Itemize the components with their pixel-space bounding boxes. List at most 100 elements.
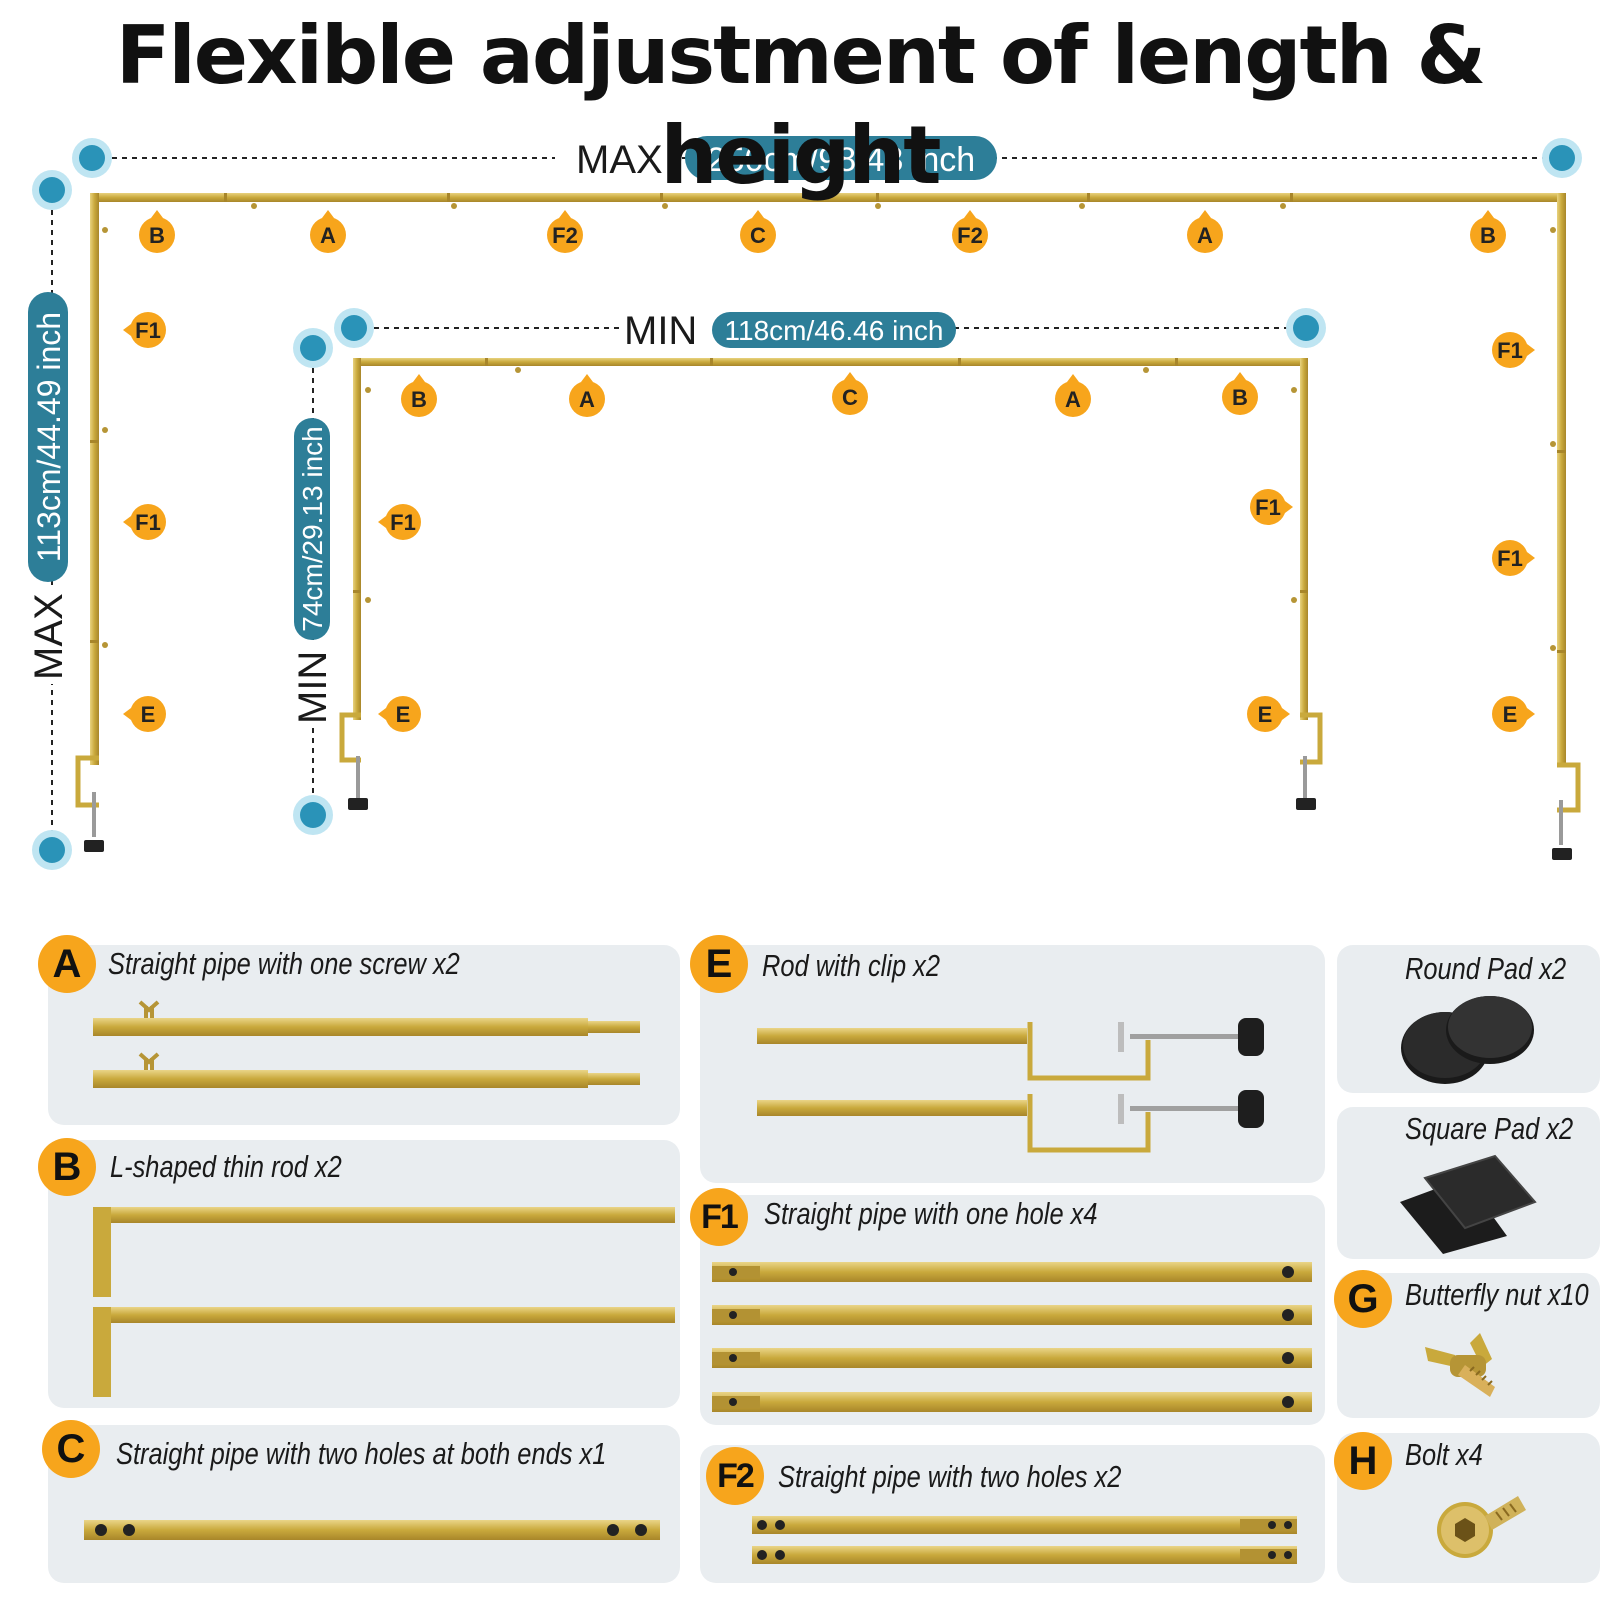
endpoint-dot bbox=[293, 795, 333, 835]
svg-text:F1: F1 bbox=[390, 510, 416, 535]
marker: A bbox=[1055, 374, 1091, 417]
svg-text:B: B bbox=[1232, 385, 1248, 410]
part-f2-pipes bbox=[752, 1516, 1297, 1564]
part-badge-a: A bbox=[38, 935, 96, 993]
part-badge-e: E bbox=[690, 935, 748, 993]
butterfly-nut-icon bbox=[1425, 1333, 1495, 1397]
part-label-round-pad: Round Pad x2 bbox=[1405, 951, 1567, 986]
min-height-value: 74cm/29.13 inch bbox=[297, 426, 328, 631]
part-label-a: Straight pipe with one screw x2 bbox=[108, 946, 460, 981]
marker: B bbox=[401, 374, 437, 417]
part-e-rods bbox=[757, 1018, 1264, 1153]
svg-text:F1: F1 bbox=[135, 318, 161, 343]
round-pad-icon bbox=[1401, 996, 1534, 1084]
marker: F1 bbox=[123, 504, 166, 540]
min-width-word: MIN bbox=[624, 309, 697, 353]
svg-text:E: E bbox=[396, 702, 411, 727]
max-width-value: 250cm/98.43 inch bbox=[707, 141, 975, 179]
marker: A bbox=[1187, 210, 1223, 253]
svg-text:E: E bbox=[141, 702, 156, 727]
part-c-pipe bbox=[84, 1520, 660, 1540]
dimension-endpoints bbox=[32, 138, 1582, 870]
svg-text:B: B bbox=[1480, 223, 1496, 248]
svg-text:F2: F2 bbox=[552, 223, 578, 248]
marker: B bbox=[1222, 372, 1258, 415]
marker: C bbox=[740, 210, 776, 253]
svg-text:F1: F1 bbox=[1497, 338, 1523, 363]
svg-text:F1: F1 bbox=[1497, 546, 1523, 571]
part-label-h: Bolt x4 bbox=[1405, 1437, 1483, 1472]
part-f1-pipes bbox=[712, 1262, 1312, 1412]
wing-nut-icon bbox=[365, 367, 1297, 603]
marker: B bbox=[1470, 210, 1506, 253]
marker: F1 bbox=[123, 312, 166, 348]
large-frame-markers: B A F2 C F2 A B F1 F1 E F1 F1 E bbox=[123, 210, 1535, 732]
frame-top-bar bbox=[90, 193, 1566, 202]
part-badge-f1: F1 bbox=[690, 1188, 748, 1246]
frame-right-post bbox=[1557, 193, 1566, 765]
endpoint-dot bbox=[334, 308, 374, 348]
min-height-pill: 74cm/29.13 inch bbox=[294, 418, 330, 640]
part-label-g: Butterfly nut x10 bbox=[1405, 1277, 1589, 1312]
frame-diagram: MAX 250cm/98.43 inch MIN 118cm/46.46 inc… bbox=[27, 136, 1582, 870]
part-label-square-pad: Square Pad x2 bbox=[1405, 1111, 1574, 1146]
dimension-lines bbox=[51, 157, 1562, 850]
svg-text:A: A bbox=[579, 387, 595, 412]
part-b-rods bbox=[93, 1207, 675, 1397]
part-label-b: L-shaped thin rod x2 bbox=[110, 1149, 342, 1184]
frame-left-post bbox=[353, 358, 361, 720]
clamp-icon bbox=[75, 755, 1581, 860]
marker: F1 bbox=[1492, 540, 1535, 576]
svg-text:B: B bbox=[411, 387, 427, 412]
wing-nut-icon bbox=[138, 1052, 160, 1070]
clip-rod bbox=[757, 1090, 1264, 1153]
max-width-word: MAX bbox=[576, 138, 663, 182]
marker: E bbox=[1247, 696, 1290, 732]
max-width-pill: 250cm/98.43 inch bbox=[685, 136, 997, 180]
endpoint-dot bbox=[293, 328, 333, 368]
part-badge-f2: F2 bbox=[706, 1447, 764, 1505]
endpoint-dot bbox=[32, 830, 72, 870]
page-title: Flexible adjustment of length & height bbox=[115, 9, 1487, 202]
marker: E bbox=[378, 696, 421, 732]
svg-text:C: C bbox=[750, 223, 766, 248]
svg-text:A: A bbox=[320, 223, 336, 248]
min-width-pill: 118cm/46.46 inch bbox=[712, 312, 956, 348]
clamp-icon bbox=[339, 712, 1323, 810]
part-badge-c: C bbox=[42, 1420, 100, 1478]
part-label-e: Rod with clip x2 bbox=[762, 948, 941, 983]
part-badge-g: G bbox=[1334, 1270, 1392, 1328]
part-a-pipes bbox=[93, 1000, 640, 1088]
square-pad-icon bbox=[1400, 1154, 1537, 1254]
marker: B bbox=[139, 210, 175, 253]
part-label-f1: Straight pipe with one hole x4 bbox=[764, 1196, 1098, 1231]
clip-rod bbox=[757, 1018, 1264, 1081]
endpoint-dot bbox=[72, 138, 112, 178]
endpoint-dot bbox=[1542, 138, 1582, 178]
small-frame bbox=[339, 358, 1323, 810]
marker: F2 bbox=[952, 210, 988, 253]
frame-left-post bbox=[90, 193, 99, 765]
svg-text:E: E bbox=[1258, 702, 1273, 727]
min-height-word: MIN bbox=[291, 651, 335, 724]
marker: F1 bbox=[1492, 332, 1535, 368]
part-badge-b: B bbox=[38, 1138, 96, 1196]
svg-text:A: A bbox=[1197, 223, 1213, 248]
frame-top-bar bbox=[353, 358, 1308, 366]
marker: A bbox=[310, 210, 346, 253]
min-width-value: 118cm/46.46 inch bbox=[725, 315, 944, 346]
marker: F2 bbox=[547, 210, 583, 253]
marker: F1 bbox=[378, 504, 421, 540]
small-frame-markers: B A C A B F1 E F1 E bbox=[378, 372, 1293, 732]
endpoint-dot bbox=[32, 170, 72, 210]
part-card-b bbox=[48, 1140, 680, 1408]
max-height-word: MAX bbox=[27, 593, 71, 680]
svg-text:C: C bbox=[842, 385, 858, 410]
part-label-f2: Straight pipe with two holes x2 bbox=[778, 1459, 1122, 1494]
part-card-c bbox=[48, 1425, 680, 1583]
wing-nut-icon bbox=[102, 203, 1556, 651]
max-height-value: 113cm/44.49 inch bbox=[31, 312, 67, 562]
svg-text:E: E bbox=[1503, 702, 1518, 727]
endpoint-dot bbox=[1286, 308, 1326, 348]
svg-text:B: B bbox=[149, 223, 165, 248]
